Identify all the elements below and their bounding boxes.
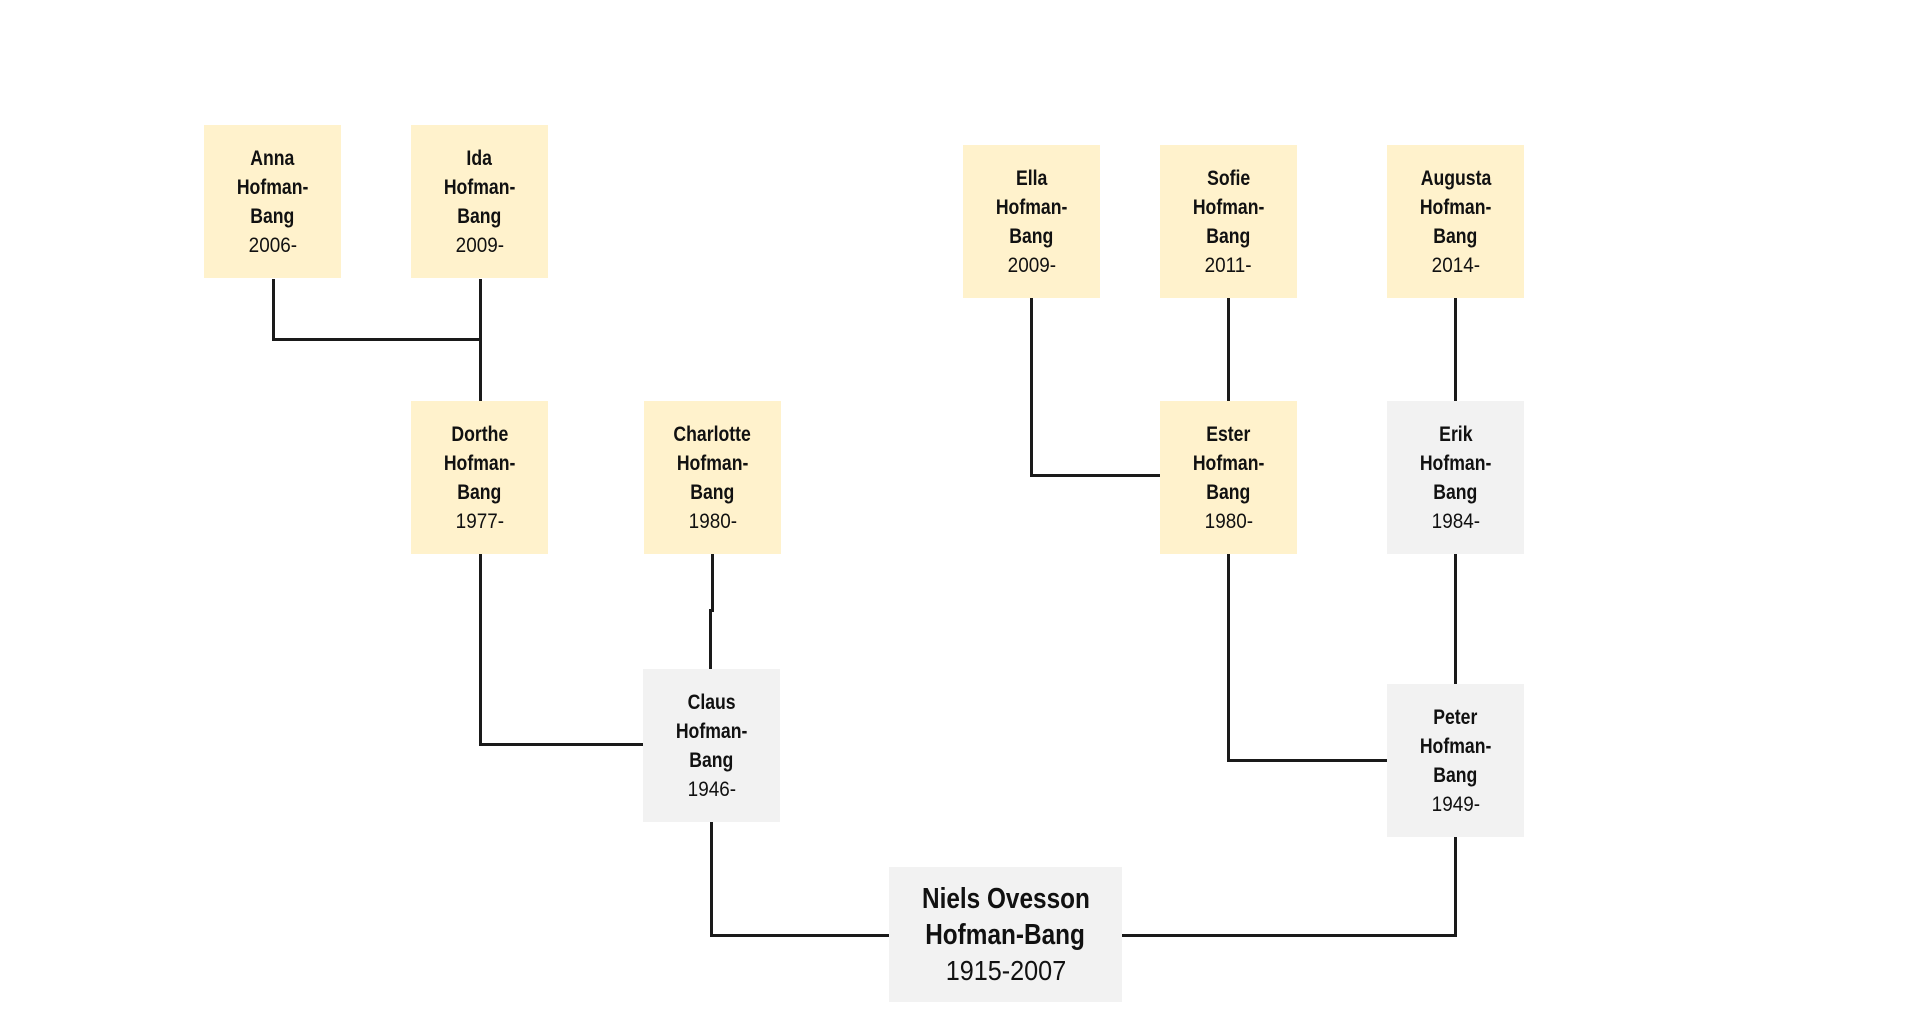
person-years: 2011- [1205, 253, 1252, 277]
person-years: 1984- [1431, 509, 1480, 533]
person-card-ella: Ella Hofman- Bang 2009- [963, 145, 1100, 298]
person-years: 1980- [688, 509, 737, 533]
person-first-name: Ida [466, 146, 493, 170]
person-card-claus: Claus Hofman- Bang 1946- [643, 669, 780, 822]
person-years: 1949- [1431, 792, 1480, 816]
person-card-ester: Ester Hofman- Bang 1980- [1160, 401, 1297, 554]
person-card-peter: Peter Hofman- Bang 1949- [1387, 684, 1524, 837]
connector-line [710, 821, 713, 937]
connector-line [272, 279, 275, 341]
person-first-name: Augusta [1420, 166, 1491, 190]
person-surname-part1: Hofman- [675, 719, 748, 743]
person-first-name: Anna [250, 146, 295, 170]
connector-line [710, 934, 890, 937]
connector-line [1227, 759, 1387, 762]
connector-line [1454, 554, 1457, 684]
person-years: 2006- [248, 233, 297, 257]
person-surname-part1: Hofman- [995, 195, 1068, 219]
person-years: 2009- [455, 233, 504, 257]
connector-line [479, 743, 645, 746]
person-years: 1977- [455, 509, 504, 533]
person-card-niels: Niels Ovesson Hofman-Bang 1915-2007 [889, 867, 1122, 1002]
connector-line [1454, 836, 1457, 937]
person-years: 1915-2007 [945, 954, 1066, 986]
person-first-name: Charlotte [673, 422, 752, 446]
person-card-erik: Erik Hofman- Bang 1984- [1387, 401, 1524, 554]
person-name-line1: Niels Ovesson [921, 882, 1090, 915]
person-name-line2: Hofman-Bang [925, 918, 1086, 951]
person-surname-part1: Hofman- [676, 451, 749, 475]
connector-line [1227, 554, 1230, 762]
person-first-name: Ella [1015, 166, 1048, 190]
person-years: 1980- [1204, 509, 1253, 533]
person-card-sofie: Sofie Hofman- Bang 2011- [1160, 145, 1297, 298]
person-surname-part2: Bang [457, 480, 502, 504]
connector-line [709, 609, 712, 670]
person-surname-part1: Hofman- [1419, 734, 1492, 758]
connector-line [479, 554, 482, 746]
person-card-augusta: Augusta Hofman- Bang 2014- [1387, 145, 1524, 298]
person-surname-part1: Hofman- [443, 175, 516, 199]
person-surname-part2: Bang [1433, 480, 1478, 504]
person-surname-part1: Hofman- [236, 175, 309, 199]
person-first-name: Sofie [1206, 166, 1251, 190]
person-first-name: Dorthe [451, 422, 508, 446]
person-surname-part2: Bang [457, 204, 502, 228]
person-surname-part1: Hofman- [1192, 195, 1265, 219]
connector-line [1454, 297, 1457, 402]
connector-line [479, 279, 482, 402]
connector-line [1227, 297, 1230, 402]
connector-line [1121, 934, 1457, 937]
person-years: 1946- [687, 777, 736, 801]
person-surname-part2: Bang [1433, 763, 1478, 787]
person-surname-part2: Bang [1433, 224, 1478, 248]
person-card-charlotte: Charlotte Hofman- Bang 1980- [644, 401, 781, 554]
person-surname-part2: Bang [689, 748, 734, 772]
connector-line [711, 554, 714, 612]
person-card-ida: Ida Hofman- Bang 2009- [411, 125, 548, 278]
person-surname-part2: Bang [250, 204, 295, 228]
person-first-name: Erik [1438, 422, 1473, 446]
person-first-name: Ester [1206, 422, 1251, 446]
person-surname-part2: Bang [690, 480, 735, 504]
person-first-name: Claus [687, 690, 736, 714]
person-surname-part2: Bang [1009, 224, 1054, 248]
person-card-dorthe: Dorthe Hofman- Bang 1977- [411, 401, 548, 554]
person-years: 2014- [1431, 253, 1480, 277]
person-card-anna: Anna Hofman- Bang 2006- [204, 125, 341, 278]
person-surname-part1: Hofman- [1192, 451, 1265, 475]
person-years: 2009- [1007, 253, 1056, 277]
person-surname-part2: Bang [1206, 224, 1251, 248]
person-surname-part2: Bang [1206, 480, 1251, 504]
person-surname-part1: Hofman- [443, 451, 516, 475]
person-surname-part1: Hofman- [1419, 195, 1492, 219]
person-surname-part1: Hofman- [1419, 451, 1492, 475]
connector-line [272, 338, 482, 341]
person-first-name: Peter [1433, 705, 1478, 729]
connector-line [1030, 474, 1162, 477]
connector-line [1030, 297, 1033, 477]
